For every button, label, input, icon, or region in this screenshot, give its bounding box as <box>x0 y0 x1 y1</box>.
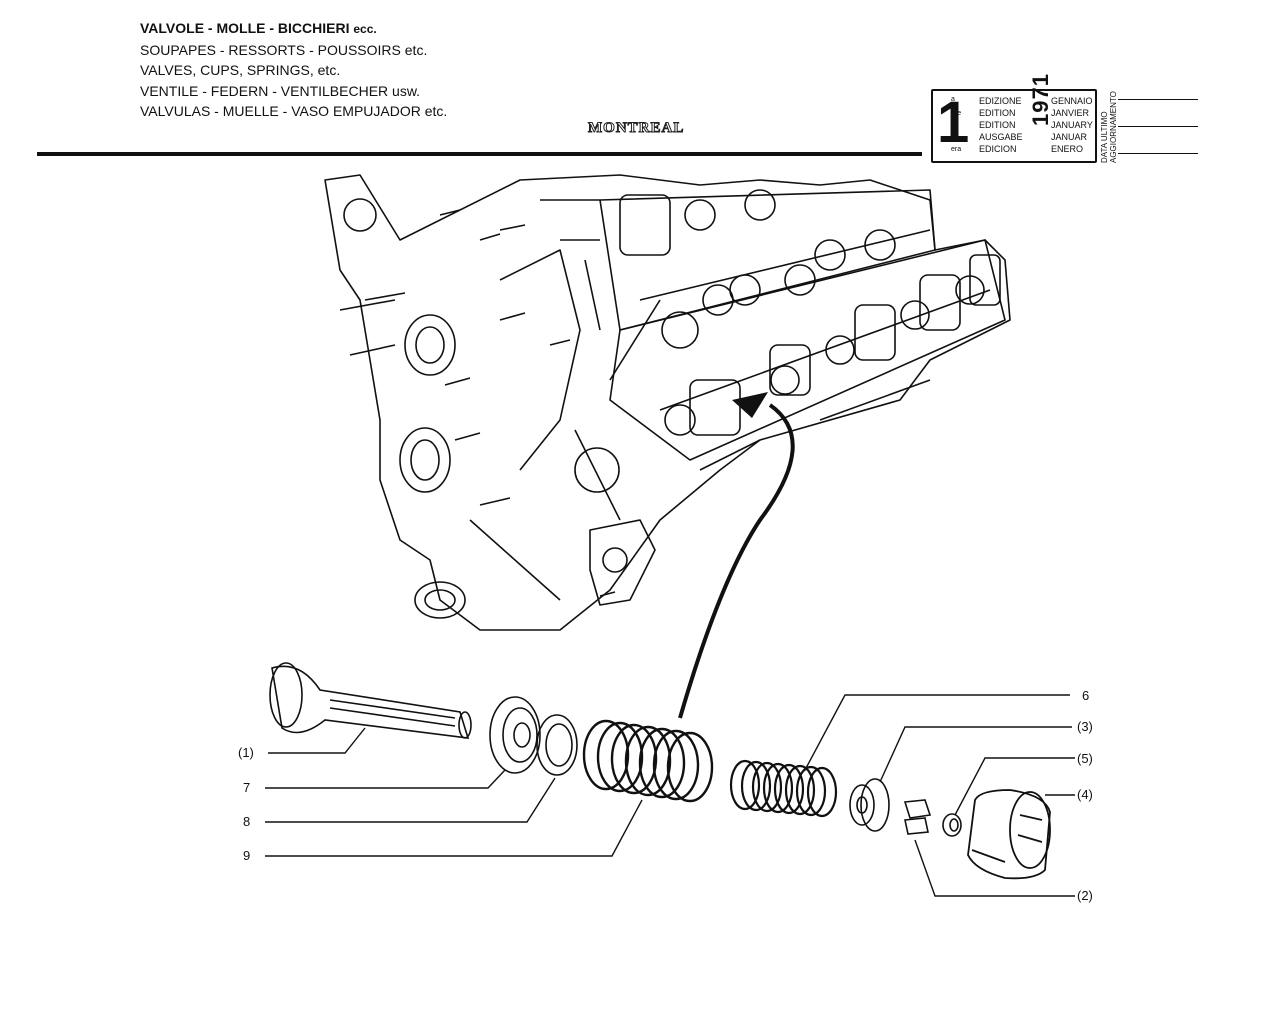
title-english: VALVES, CUPS, SPRINGS, etc. <box>140 62 341 78</box>
callout-label: (1) <box>238 745 254 760</box>
engine-block-illustration <box>324 174 1011 631</box>
edition-month: ENERO <box>1051 144 1084 154</box>
header-rule <box>37 152 922 156</box>
arrow-head-icon <box>732 392 768 418</box>
callout-label: 6 <box>1082 688 1090 703</box>
retainer-part <box>849 778 890 832</box>
washer-part <box>536 714 578 776</box>
edition-month: JANUAR <box>1051 132 1088 142</box>
callout-label: (5) <box>1077 751 1093 766</box>
edition-word: EDITION <box>979 108 1016 118</box>
callout-label: (3) <box>1077 719 1093 734</box>
shim-part <box>942 813 962 837</box>
callout-label: 9 <box>243 848 251 863</box>
leader-lines <box>265 694 1075 897</box>
outer-spring-part <box>582 719 714 803</box>
header-title-block: VALVOLE - MOLLE - BICCHIERI ecc. SOUPAPE… <box>140 18 447 122</box>
model-name: MONTREAL <box>587 120 685 137</box>
title-spanish: VALVULAS - MUELLE - VASO EMPUJADOR etc. <box>140 103 448 119</box>
edition-number: 1 <box>937 90 970 155</box>
edition-word: EDICION <box>979 144 1017 154</box>
spring-cup-part <box>489 696 541 774</box>
title-german: VENTILE - FEDERN - VENTILBECHER usw. <box>140 82 421 99</box>
title-italian: VALVOLE - MOLLE - BICCHIERI ecc. <box>140 20 377 36</box>
callout-label: 7 <box>243 780 251 795</box>
edition-month: GENNAIO <box>1051 96 1093 106</box>
edition-month: JANUARY <box>1051 120 1093 130</box>
inner-spring-part <box>729 759 838 818</box>
edition-ordinal: st <box>951 122 957 129</box>
title-french: SOUPAPES - RESSORTS - POUSSOIRS etc. <box>140 41 428 58</box>
edition-month: JANVIER <box>1051 108 1090 118</box>
callout-label: 8 <box>243 814 251 829</box>
edition-ordinal: . <box>951 134 953 141</box>
callout-label: (2) <box>1077 888 1093 903</box>
edition-word: EDIZIONE <box>979 96 1022 106</box>
edition-word: EDITION <box>979 120 1016 130</box>
pointer-arrow <box>678 392 795 719</box>
collets-part <box>903 799 932 835</box>
valve-part <box>269 662 472 739</box>
edition-box <box>931 89 1097 163</box>
edition-ordinal: a <box>951 96 955 103</box>
bucket-tappet-part <box>967 789 1051 880</box>
callout-label: (4) <box>1077 787 1093 802</box>
edition-word: AUSGABE <box>979 132 1023 142</box>
edition-ordinal: era <box>951 146 962 153</box>
edition-ordinal: ere <box>951 110 962 117</box>
